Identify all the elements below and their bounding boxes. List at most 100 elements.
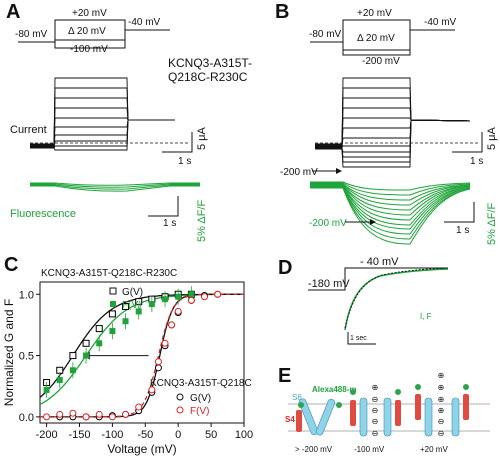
c-xtick-label: 50 xyxy=(205,429,217,441)
b-label-delta: Δ 20 mV xyxy=(357,33,395,44)
e-channel-state2 xyxy=(350,389,401,437)
c-point-f-q218c xyxy=(43,413,51,421)
panel-letter-c: C xyxy=(4,254,19,276)
b-voltage-protocol xyxy=(310,19,455,56)
d-current-trace xyxy=(344,267,449,329)
c-point-f-q218c xyxy=(214,290,222,298)
svg-text:⊕: ⊕ xyxy=(438,406,445,415)
d-label-minus40: - 40 mV xyxy=(360,256,399,268)
svg-text:⊖: ⊖ xyxy=(372,417,379,426)
c-xtick-label: -150 xyxy=(68,429,90,441)
c-point-f-r230c xyxy=(56,377,63,384)
c-point-f-r230c xyxy=(43,386,50,393)
c-point-f-r230c xyxy=(122,318,129,325)
c-point-g-r230c xyxy=(95,325,103,333)
c-xtick-label: -100 xyxy=(101,429,123,441)
c-legend2-f: F(V) xyxy=(190,406,209,417)
panel-letter-d: D xyxy=(278,257,293,279)
svg-text:⊖: ⊖ xyxy=(438,429,445,438)
c-point-f-r230c xyxy=(175,293,182,300)
c-legend1-f: F(V) xyxy=(122,300,141,311)
e-state3: +20 mV xyxy=(420,445,448,454)
c-plot-frame xyxy=(39,281,245,424)
panel-letter-a: A xyxy=(6,1,21,23)
c-point-f-r230c xyxy=(135,308,142,315)
d-legend-if: I, F xyxy=(420,312,432,321)
c-point-g-r230c xyxy=(108,310,116,318)
svg-text:⊕: ⊕ xyxy=(372,383,379,392)
svg-text:⊖: ⊖ xyxy=(438,417,445,426)
e-channel-state1 xyxy=(296,398,342,436)
b-arrow-current-label: -200 mV xyxy=(280,167,318,178)
e-dye-label: Alexa488-m xyxy=(312,385,357,394)
svg-text:⊕: ⊕ xyxy=(438,395,445,404)
a-label-minus40: -40 mV xyxy=(128,17,161,28)
svg-text:⊖: ⊖ xyxy=(372,395,379,404)
c-ytick-label: 0.0 xyxy=(19,412,34,424)
c-legend1-marker-g xyxy=(109,287,117,295)
c-point-f-r230c xyxy=(83,352,90,359)
b-arrow-fluor-label: -200 mV xyxy=(309,218,347,229)
c-point-f-q218c xyxy=(168,321,176,329)
c-xtick-label: 100 xyxy=(235,429,253,441)
b-scale-time: 1 s xyxy=(470,156,484,167)
b-arrowhead-fluor xyxy=(370,219,376,225)
a-current-traces xyxy=(30,77,175,151)
a-label-delta: Δ 20 mV xyxy=(68,26,106,37)
svg-text:⊕: ⊕ xyxy=(438,371,445,380)
c-legend1-title: KCNQ3-A315T-Q218C-R230C xyxy=(41,268,177,279)
c-legend1-g: G(V) xyxy=(122,287,143,298)
c-ytick-label: 1.0 xyxy=(19,289,34,301)
b-label-plus20: +20 mV xyxy=(357,8,392,19)
c-point-f-q218c xyxy=(187,296,195,304)
c-point-f-r230c xyxy=(109,328,116,335)
c-point-f-r230c xyxy=(188,291,195,298)
b-current-traces xyxy=(315,77,471,168)
a-voltage-protocol xyxy=(18,19,170,49)
c-legend2-title: KCNQ3-A315T-Q218C xyxy=(150,378,252,389)
c-point-f-q218c xyxy=(174,307,182,315)
b-fluor-traces xyxy=(310,181,471,245)
e-channel-state3 xyxy=(415,384,469,437)
c-legend2-marker-g xyxy=(176,393,184,401)
a-scale-time2: 1 s xyxy=(163,218,177,229)
c-xtick-label: 0 xyxy=(175,429,181,441)
b-label-minus80: -80 mV xyxy=(309,29,342,40)
d-label-minus180: -180 mV xyxy=(308,278,350,290)
c-ylabel: Normalized G and F xyxy=(2,299,16,406)
a-current-label: Current xyxy=(10,124,47,136)
c-legend1-marker-f xyxy=(110,301,116,307)
b-arrowhead-current xyxy=(336,168,342,174)
svg-text:⊕: ⊕ xyxy=(438,383,445,392)
c-xtick-label: -200 xyxy=(36,429,58,441)
a-label-minus80: -80 mV xyxy=(15,29,48,40)
svg-text:⊖: ⊖ xyxy=(372,429,379,438)
d-scale-bar xyxy=(347,332,376,345)
c-point-f-q218c xyxy=(161,339,169,347)
a-label-minus100: -100 mV xyxy=(70,44,108,55)
c-xtick-label: -50 xyxy=(137,429,153,441)
c-legend2-g: G(V) xyxy=(190,393,211,404)
a-construct-line2: Q218C-R230C xyxy=(168,70,248,84)
panel-letter-e: E xyxy=(278,365,292,387)
a-construct-line1: KCNQ3-A315T- xyxy=(168,56,253,70)
panel-letter-b: B xyxy=(275,1,290,23)
c-point-g-r230c xyxy=(122,303,130,311)
c-point-f-r230c xyxy=(96,340,103,347)
b-scale-time2: 1 s xyxy=(456,225,470,236)
c-point-f-q218c xyxy=(201,293,209,301)
b-label-minus200: -200 mV xyxy=(362,56,400,67)
e-charge-markers: ⊕⊖⊖ ⊖⊖ ⊕⊕⊕ ⊕⊖⊖ xyxy=(372,371,445,438)
c-point-f-q218c xyxy=(69,409,77,417)
c-point-f-r230c xyxy=(69,367,76,374)
d-scale-time: 1 sec xyxy=(350,335,367,342)
e-state1: > -200 mV xyxy=(295,445,333,454)
c-point-f-q218c xyxy=(135,403,143,411)
c-point-f-q218c xyxy=(82,413,90,421)
c-point-g-r230c xyxy=(69,352,77,360)
